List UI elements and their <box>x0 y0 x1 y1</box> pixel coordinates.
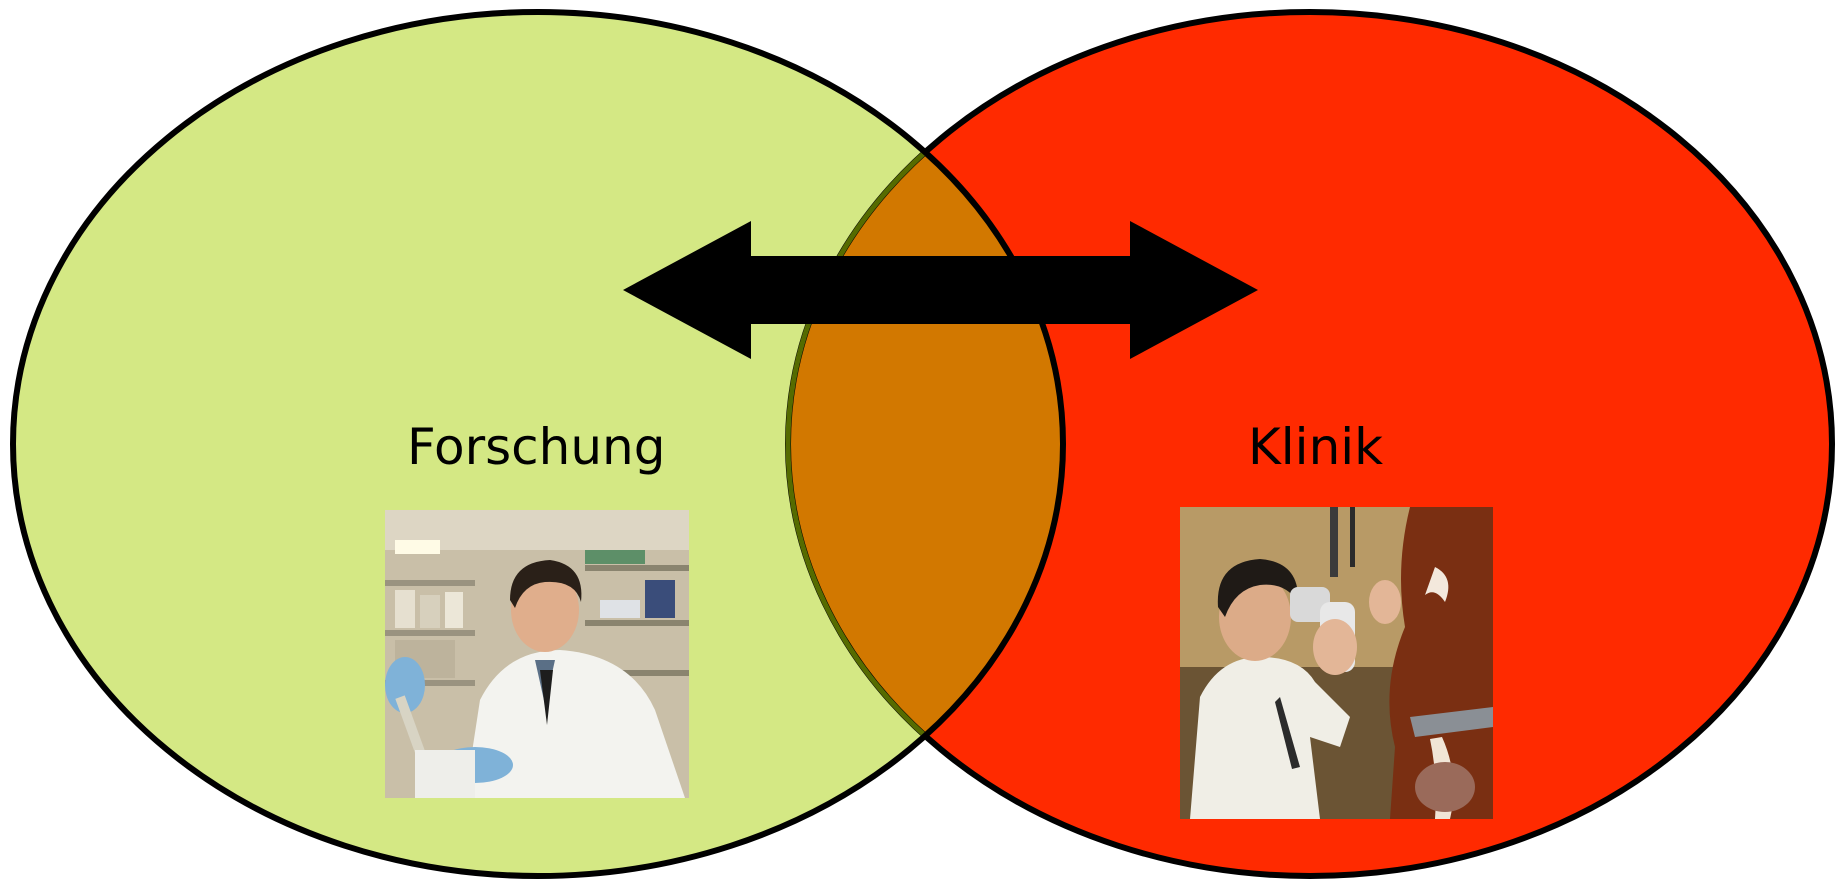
klinik-circle <box>788 12 1832 876</box>
forschung-circle <box>13 12 1063 876</box>
veterinarian-examining-horse-eye-photo <box>1180 507 1493 819</box>
forschung-circle-outline <box>10 9 1066 879</box>
forschung-label: Forschung <box>407 418 666 476</box>
overlap-inner-edge <box>785 15 1060 873</box>
double-headed-arrow-icon <box>623 221 1258 359</box>
klinik-label: Klinik <box>1248 418 1384 476</box>
scientist-pipetting-photo <box>385 510 689 798</box>
